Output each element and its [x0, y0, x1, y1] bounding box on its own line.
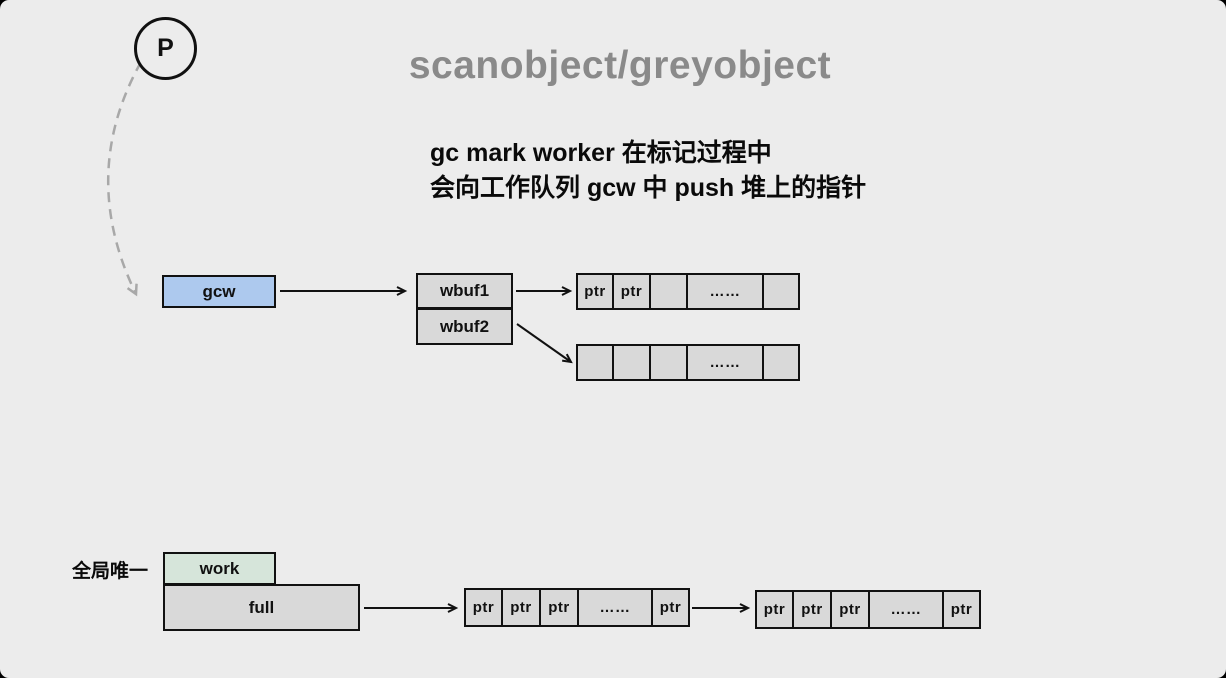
array-cell: ptr: [652, 588, 690, 627]
dashed-arrow-p-to-gcw: [107, 61, 143, 294]
array-cell: [650, 273, 687, 310]
full-pointer-array-2: ptr ptr ptr …… ptr: [755, 590, 981, 629]
array-cell: [576, 344, 613, 381]
arrow-wbuf2-to-row2: [516, 323, 573, 364]
array-cell: [650, 344, 687, 381]
array-cell: [613, 344, 650, 381]
array-cell: ptr: [502, 588, 540, 627]
work-node: work: [163, 552, 276, 585]
array-cell: ptr: [540, 588, 578, 627]
full-node: full: [163, 584, 360, 631]
full-pointer-array-1: ptr ptr ptr …… ptr: [464, 588, 690, 627]
slide-title: scanobject/greyobject: [408, 44, 832, 87]
gcw-node: gcw: [162, 275, 276, 308]
array-cell: ptr: [613, 273, 650, 310]
array-cell: [763, 344, 800, 381]
array-cell-ellipsis: ……: [687, 273, 763, 310]
wbuf2-label: wbuf2: [439, 316, 490, 336]
array-cell: ptr: [464, 588, 502, 627]
array-cell-ellipsis: ……: [869, 590, 943, 629]
array-cell-ellipsis: ……: [687, 344, 763, 381]
wbuf2-node: wbuf2: [416, 308, 513, 345]
wbuf1-node: wbuf1: [416, 273, 513, 309]
full-label: full: [248, 597, 275, 617]
global-unique-label: 全局唯一: [72, 561, 149, 582]
array-cell: ptr: [576, 273, 613, 310]
wbuf2-pointer-array: ……: [576, 344, 800, 381]
processor-label: P: [157, 34, 174, 62]
array-cell: ptr: [755, 590, 793, 629]
array-cell-ellipsis: ……: [578, 588, 652, 627]
gcw-label: gcw: [202, 281, 236, 301]
wbuf1-label: wbuf1: [439, 281, 490, 300]
work-label: work: [199, 558, 240, 578]
array-cell: ptr: [793, 590, 831, 629]
subtitle-line-2: 会向工作队列 gcw 中 push 堆上的指针: [430, 174, 867, 202]
array-cell: [763, 273, 800, 310]
subtitle-line-1: gc mark worker 在标记过程中: [430, 139, 772, 167]
wbuf1-pointer-array: ptr ptr ……: [576, 273, 800, 310]
slide-subtitle: gc mark worker 在标记过程中 会向工作队列 gcw 中 push …: [430, 136, 866, 206]
array-cell: ptr: [943, 590, 981, 629]
array-cell: ptr: [831, 590, 869, 629]
processor-node: P: [134, 17, 197, 80]
